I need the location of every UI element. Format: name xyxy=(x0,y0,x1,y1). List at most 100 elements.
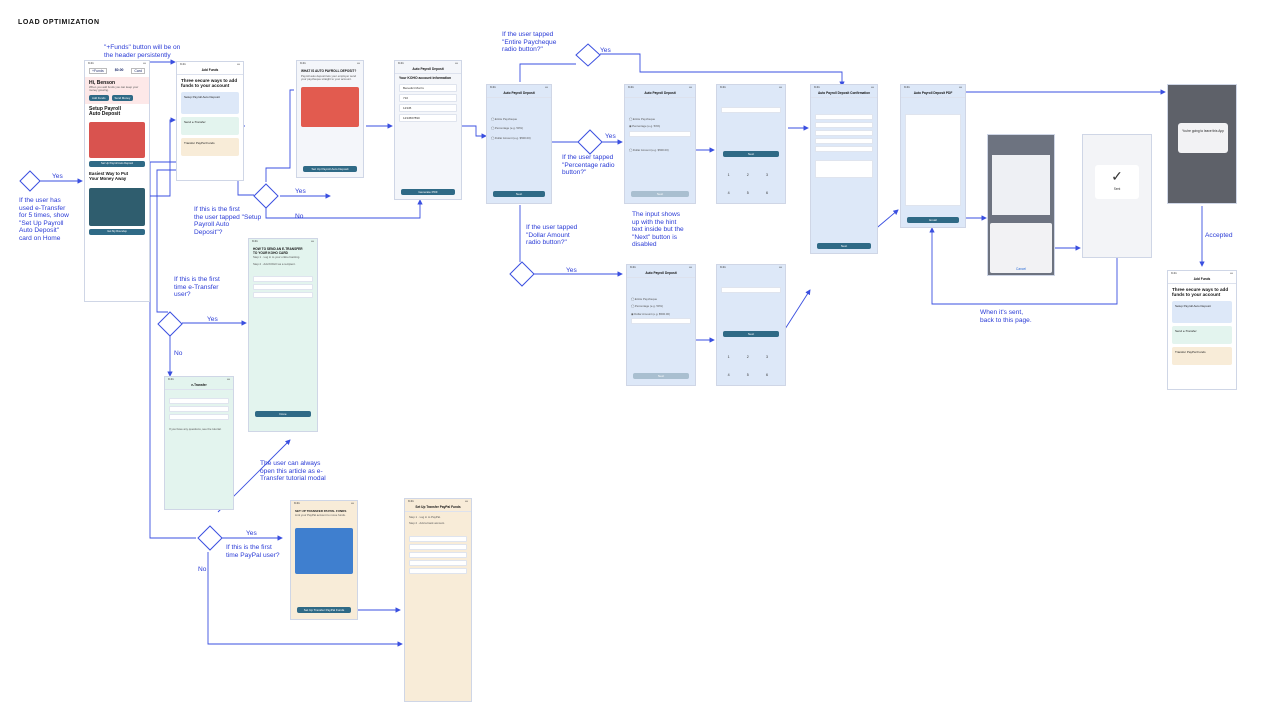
etransfer-header: e-Transfer xyxy=(165,383,233,390)
edge-label-yes: Yes xyxy=(52,173,63,180)
what-is-illustration xyxy=(301,87,359,128)
add-funds-title: Three secure ways to add funds to your a… xyxy=(181,78,238,89)
radio-option[interactable]: Entire Paycheque xyxy=(634,297,658,301)
screen-paypal-steps: 9:41••• Set Up Transfer PayPal Funds Ste… xyxy=(404,498,472,702)
confirm-field xyxy=(815,130,873,136)
screen-add-funds-final: 9:41••• Add Funds Three secure ways to a… xyxy=(1167,270,1237,390)
option-etransfer[interactable]: Send e-Transfer xyxy=(181,117,239,136)
confirmation-next-button[interactable]: Next xyxy=(817,243,871,249)
pct-next-button[interactable]: Next xyxy=(631,191,689,197)
option-payroll[interactable]: Setup Payroll Auto Deposit xyxy=(1172,301,1232,324)
radio-option[interactable]: Entire Paycheque xyxy=(632,117,656,121)
share-cancel-button[interactable]: Cancel xyxy=(1016,267,1026,271)
sent-modal: ✓ Sent xyxy=(1095,165,1139,199)
note-dollar-amount: If the user tapped "Dollar Amount radio … xyxy=(526,224,578,247)
edge-label-yes: Yes xyxy=(295,188,306,195)
radio-option[interactable]: Percentage (e.g. 50%) xyxy=(494,126,523,131)
add-funds-final-header: Add Funds xyxy=(1168,277,1236,284)
dollar-header: Auto Payroll Deposit xyxy=(627,271,695,278)
note-percentage: If the user tapped "Percentage radio but… xyxy=(562,154,615,177)
numpad[interactable]: 123 456 789 0⌫ xyxy=(727,173,768,195)
dollar-input[interactable] xyxy=(631,318,691,325)
screen-pdf: 9:41••• Auto Payroll Deposit PDF Email xyxy=(900,84,966,228)
payroll-illustration xyxy=(89,121,145,158)
radio-option[interactable]: Dollar Amount (e.g. $500.00) xyxy=(632,147,669,152)
numpad-next-button[interactable]: Next xyxy=(723,151,779,157)
etransfer-field xyxy=(169,398,229,404)
paypal-cta-button[interactable]: Set Up Transfer PayPal Funds xyxy=(297,607,351,613)
confirm-field xyxy=(815,138,873,144)
confirmation-header: Auto Payroll Deposit Confirmation xyxy=(811,91,877,98)
note-accepted: Accepted xyxy=(1205,232,1233,239)
email-preview xyxy=(992,155,1050,215)
home-greeting-card: Hi, Benson When you add funds you can ke… xyxy=(85,77,149,104)
note-first-paypal: If this is the first time PayPal user? xyxy=(226,544,280,559)
page-title: LOAD OPTIMIZATION xyxy=(18,19,100,26)
home-cta-button[interactable]: Set Up Payroll Auto Deposit xyxy=(89,160,145,167)
screen-add-funds: 9:41••• Add Funds Three secure ways to a… xyxy=(176,61,244,181)
option-paypal[interactable]: Transfer PayPal Funds xyxy=(1172,347,1232,366)
radio-option[interactable]: Percentage (e.g. 50%) xyxy=(632,124,661,129)
note-etransfer-count: If the user has used e-Transfer for 5 ti… xyxy=(19,197,69,242)
note-sent: When it's sent, back to this page. xyxy=(980,309,1032,324)
pdf-email-button[interactable]: Email xyxy=(907,217,959,223)
dollar-value-field[interactable] xyxy=(721,287,781,293)
paypal-field xyxy=(409,535,467,542)
note-entire-paycheque: If the user tapped "Entire Paycheque rad… xyxy=(502,31,557,54)
add-funds-header: Add Funds xyxy=(177,68,243,75)
sent-text: Sent xyxy=(1113,187,1121,191)
edge-label-yes: Yes xyxy=(566,267,577,274)
form-field[interactable]: 710 xyxy=(399,93,457,102)
pct-value-field[interactable] xyxy=(721,107,781,113)
what-is-title: WHAT IS AUTO PAYROLL DEPOSIT? xyxy=(301,69,357,73)
paypal-field xyxy=(409,543,467,550)
screen-leave-app: You're going to leave this App xyxy=(1167,84,1237,204)
option-etransfer[interactable]: Send e-Transfer xyxy=(1172,326,1232,345)
screen-pct-numpad: 9:41••• Next 123 456 789 0⌫ xyxy=(716,84,786,204)
form-title: Your KOHO account information xyxy=(399,76,452,80)
roundup-illustration xyxy=(89,187,145,226)
numpad-next-button[interactable]: Next xyxy=(723,331,779,337)
tutorial-done-button[interactable]: Done xyxy=(255,411,311,417)
edge-label-yes: Yes xyxy=(207,316,218,323)
generate-pdf-button[interactable]: Generate PDF xyxy=(401,189,455,195)
radio-next-button[interactable]: Next xyxy=(493,191,545,197)
screen-confirmation: 9:41••• Auto Payroll Deposit Confirmatio… xyxy=(810,84,878,254)
screen-paypal: 9:41••• SET UP TRANSFER PAYPAL FUNDS Lin… xyxy=(290,500,358,620)
screen-dollar-numpad: 9:41••• Next 123 456 789 0⌫ xyxy=(716,264,786,386)
leave-app-dialog[interactable]: You're going to leave this App xyxy=(1178,123,1228,153)
form-field[interactable]: Benedict Morris xyxy=(399,83,457,92)
tutorial-field xyxy=(253,276,313,282)
numpad[interactable]: 123 456 789 0⌫ xyxy=(727,355,768,377)
share-sheet[interactable]: Cancel xyxy=(990,223,1052,273)
paypal-field xyxy=(409,551,467,558)
confirm-field xyxy=(815,146,873,152)
dollar-next-button[interactable]: Next xyxy=(633,373,689,379)
etransfer-field xyxy=(169,414,229,420)
screen-email-sheet: Cancel xyxy=(987,134,1055,276)
etransfer-field xyxy=(169,406,229,412)
note-funds-header: "+Funds" button will be on the header pe… xyxy=(104,44,181,59)
radio-option[interactable]: Percentage (e.g. 50%) xyxy=(634,304,663,309)
radio-option[interactable]: Entire Paycheque xyxy=(494,117,518,121)
option-paypal[interactable]: Transfer PayPal Funds xyxy=(181,138,239,157)
form-field[interactable]: 12345 xyxy=(399,103,457,112)
pdf-header: Auto Payroll Deposit PDF xyxy=(901,91,965,98)
pct-input[interactable] xyxy=(629,130,691,137)
signature-box[interactable] xyxy=(815,160,873,178)
option-payroll[interactable]: Setup Payroll Auto Deposit xyxy=(181,92,239,115)
confirm-field xyxy=(815,122,873,128)
radio-header: Auto Payroll Deposit xyxy=(487,91,551,98)
home-header: +Funds $0.00 Card xyxy=(85,67,149,75)
paypal-field xyxy=(409,559,467,566)
edge-label-yes: Yes xyxy=(605,133,616,140)
paypal-illustration xyxy=(295,527,353,574)
screen-etransfer-tutorial: 9:41••• HOW TO SEND AN E-TRANSFER TO YOU… xyxy=(248,238,318,432)
confirm-field xyxy=(815,114,873,120)
form-field[interactable]: 1234567890 xyxy=(399,113,457,122)
radio-option[interactable]: Dollar Amount (e.g. $500.00) xyxy=(634,311,670,316)
what-is-cta[interactable]: Set Up Payroll Auto Deposit xyxy=(303,166,357,172)
note-first-setup: If this is the first the user tapped "Se… xyxy=(194,206,262,236)
home-cta2-button[interactable]: Get My Roundup xyxy=(89,228,145,235)
radio-option[interactable]: Dollar Amount (e.g. $500.00) xyxy=(494,135,531,140)
